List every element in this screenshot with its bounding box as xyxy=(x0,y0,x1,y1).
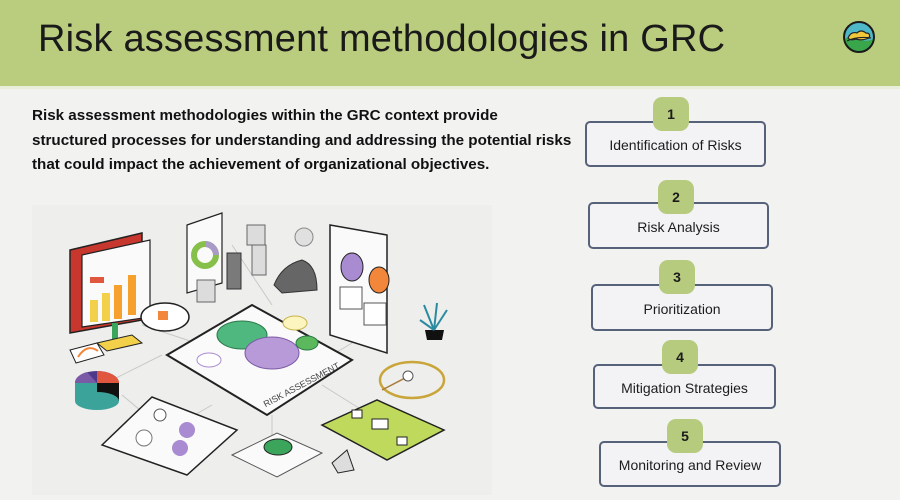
header-divider xyxy=(0,86,900,89)
step-number-badge: 2 xyxy=(658,180,694,214)
landscape-badge-icon xyxy=(843,21,875,53)
step-number-badge: 1 xyxy=(653,97,689,131)
step-number-badge: 5 xyxy=(667,419,703,453)
header-banner: Risk assessment methodologies in GRC xyxy=(0,0,900,86)
step-number-badge: 3 xyxy=(659,260,695,294)
step-label: Identification of Risks xyxy=(585,121,766,167)
step-number-badge: 4 xyxy=(662,340,698,374)
intro-paragraph: Risk assessment methodologies within the… xyxy=(32,107,572,173)
bar-chart-board-icon xyxy=(69,232,151,352)
risk-assessment-illustration: RISK ASSESSMENT xyxy=(32,205,492,495)
page-title: Risk assessment methodologies in GRC xyxy=(38,18,726,60)
